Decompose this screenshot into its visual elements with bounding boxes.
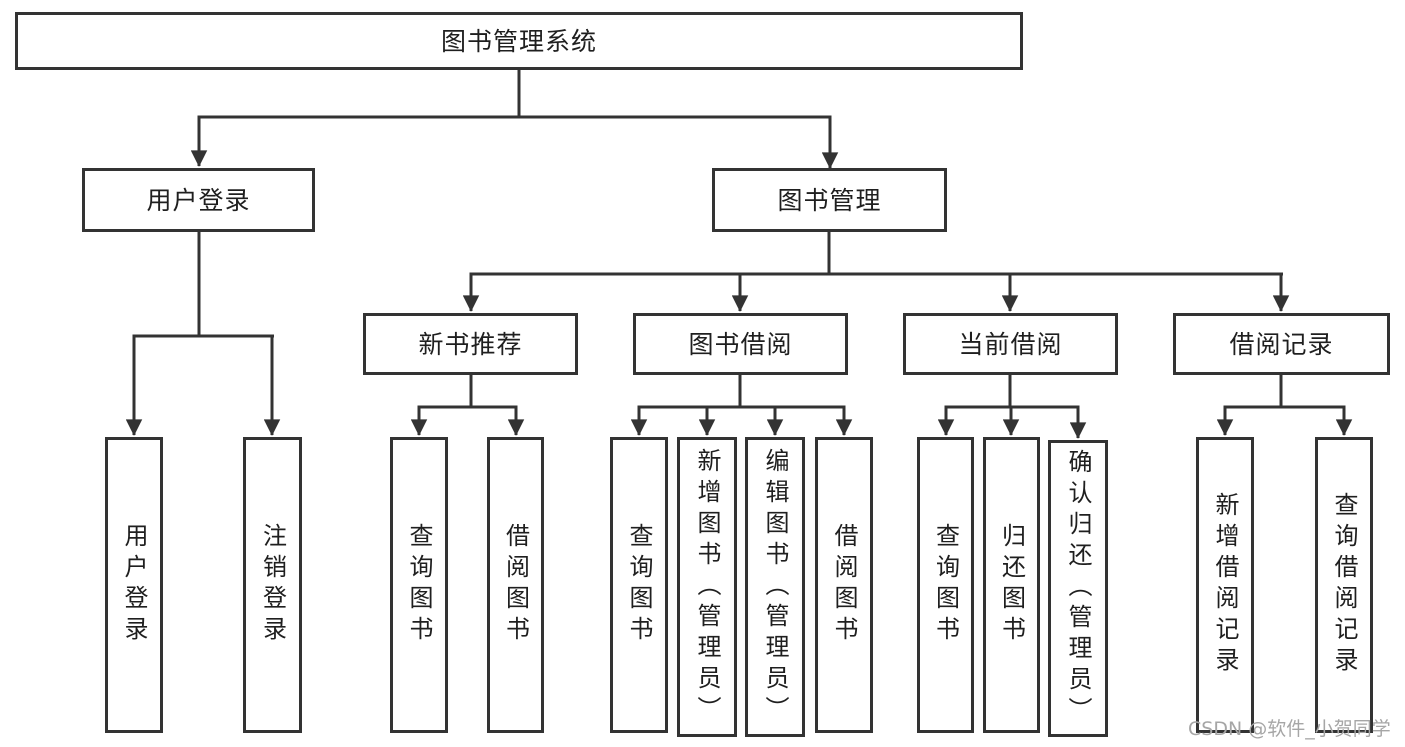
node-leaf-add-books-admin: 新增图书（管理员） xyxy=(677,437,737,737)
node-user-login: 用户登录 xyxy=(82,168,315,232)
watermark: CSDN @软件_小贺同学 xyxy=(1188,718,1391,740)
node-leaf-confirm-return-admin: 确认归还（管理员） xyxy=(1048,440,1108,737)
node-leaf-edit-books-admin: 编辑图书（管理员） xyxy=(745,437,805,737)
node-borrowing-records: 借阅记录 xyxy=(1173,313,1390,375)
connector-arrows xyxy=(125,117,1353,439)
node-current-borrowing: 当前借阅 xyxy=(903,313,1118,375)
node-book-management: 图书管理 xyxy=(712,168,947,232)
node-library-system: 图书管理系统 xyxy=(15,12,1023,70)
node-book-borrowing: 图书借阅 xyxy=(633,313,848,375)
node-leaf-borrow-books-recommend: 借阅图书 xyxy=(487,437,544,733)
node-leaf-user-login: 用户登录 xyxy=(105,437,163,733)
node-leaf-query-books-recommend: 查询图书 xyxy=(390,437,448,733)
connector-lines xyxy=(132,70,1346,409)
node-leaf-borrow-books: 借阅图书 xyxy=(815,437,873,733)
node-leaf-logout: 注销登录 xyxy=(243,437,302,733)
node-new-book-recommend: 新书推荐 xyxy=(363,313,578,375)
node-leaf-add-borrow-record: 新增借阅记录 xyxy=(1196,437,1254,733)
node-leaf-return-books: 归还图书 xyxy=(983,437,1040,733)
node-leaf-query-books-current: 查询图书 xyxy=(917,437,974,733)
node-leaf-query-borrow-record: 查询借阅记录 xyxy=(1315,437,1373,733)
node-leaf-query-books-borrowing: 查询图书 xyxy=(610,437,668,733)
